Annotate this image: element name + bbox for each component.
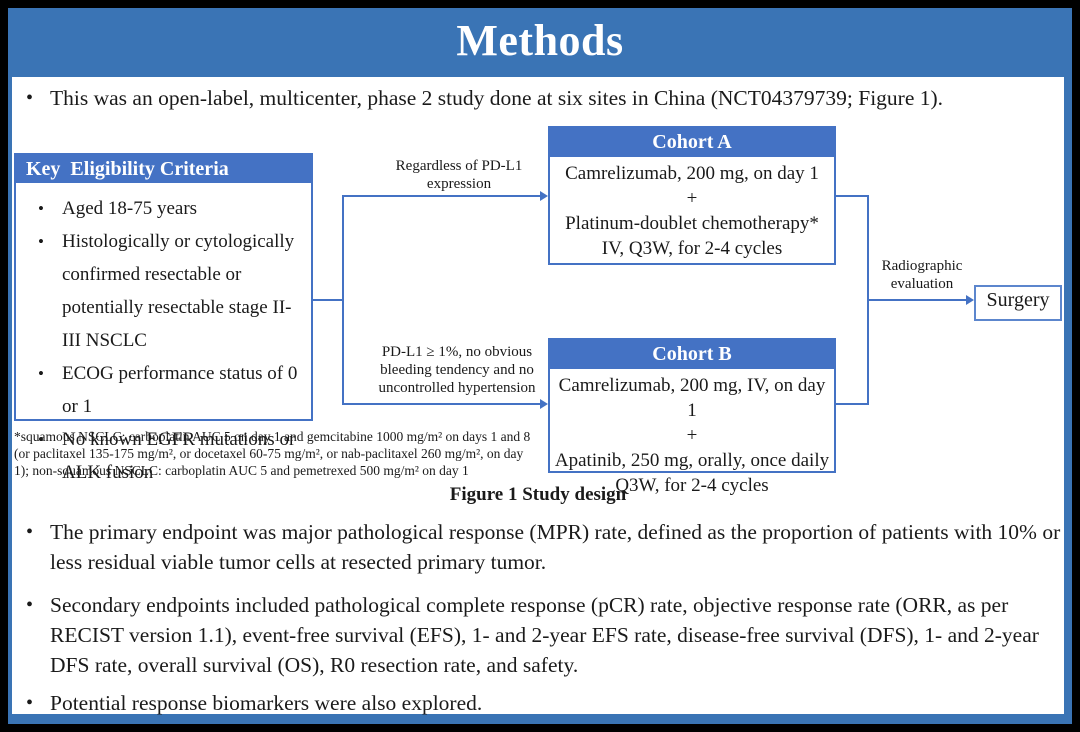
intro-bullet: This was an open-label, multicenter, pha… bbox=[24, 83, 1064, 113]
title-bar: Methods bbox=[8, 8, 1072, 77]
eligibility-item: Histologically or cytologically confirme… bbox=[16, 225, 303, 357]
cohort-a-line: Platinum-doublet chemotherapy* bbox=[565, 213, 819, 234]
slide-content: This was an open-label, multicenter, pha… bbox=[12, 77, 1064, 718]
biomarkers-bullet: Potential response biomarkers were also … bbox=[24, 688, 1064, 718]
page-title: Methods bbox=[456, 16, 624, 65]
connector-to-cohort-b bbox=[342, 403, 540, 405]
cohort-a-header: Cohort A bbox=[550, 128, 834, 157]
arrowhead-surgery bbox=[966, 295, 974, 305]
eligibility-item: ECOG performance status of 0 or 1 bbox=[16, 357, 303, 423]
cohort-a-line: IV, Q3W, for 2-4 cycles bbox=[601, 238, 783, 259]
figure-footnote: *squamous NSCLC: carboplatin AUC 5 on da… bbox=[14, 429, 531, 478]
radiographic-evaluation-label: Radiographic evaluation bbox=[881, 258, 963, 292]
cohort-b-line: + bbox=[686, 425, 698, 446]
cohort-b-line: Q3W, for 2-4 cycles bbox=[615, 475, 769, 496]
eligibility-header: Key Eligibility Criteria bbox=[16, 155, 311, 183]
connector-cohort-b-out bbox=[836, 403, 869, 405]
connector-split-vertical bbox=[342, 195, 344, 405]
secondary-endpoint-bullet: Secondary endpoints included pathologica… bbox=[24, 590, 1064, 680]
eligibility-box: Key Eligibility Criteria Aged 18-75 year… bbox=[14, 153, 313, 483]
cohort-a-line: Camrelizumab, 200 mg, on day 1 bbox=[565, 163, 819, 184]
cohort-b-body: Camrelizumab, 200 mg, IV, on day 1 + Apa… bbox=[550, 369, 834, 500]
eligibility-list: Aged 18-75 years Histologically or cytol… bbox=[16, 192, 311, 489]
cohort-b-line: Camrelizumab, 200 mg, IV, on day 1 bbox=[558, 375, 826, 421]
primary-endpoint-bullet: The primary endpoint was major pathologi… bbox=[24, 517, 1064, 577]
eligibility-item: Aged 18-75 years bbox=[16, 192, 303, 225]
connector-to-surgery bbox=[867, 299, 966, 301]
cohort-b-box: Cohort B Camrelizumab, 200 mg, IV, on da… bbox=[548, 338, 836, 496]
branch-top-label: Regardless of PD-L1 expression bbox=[395, 158, 523, 192]
figure-caption: Figure 1 Study design bbox=[449, 484, 627, 505]
cohort-b-line: Apatinib, 250 mg, orally, once daily bbox=[554, 450, 830, 471]
surgery-box: Surgery bbox=[974, 285, 1062, 321]
arrowhead-cohort-a bbox=[540, 191, 548, 201]
connector-to-cohort-a bbox=[342, 195, 540, 197]
cohort-a-line: + bbox=[686, 188, 698, 209]
connector-cohort-a-out bbox=[836, 195, 869, 197]
eligibility-item: No known EGFR mutations or ALK fusion bbox=[16, 423, 303, 489]
arrowhead-cohort-b bbox=[540, 399, 548, 409]
cohort-a-box: Cohort A Camrelizumab, 200 mg, on day 1 … bbox=[548, 126, 836, 265]
cohort-a-body: Camrelizumab, 200 mg, on day 1 + Platinu… bbox=[550, 157, 834, 263]
cohort-b-header: Cohort B bbox=[550, 340, 834, 369]
branch-bottom-label: PD-L1 ≥ 1%, no obvious bleeding tendency… bbox=[378, 344, 536, 396]
connector-elig-stem bbox=[313, 299, 344, 301]
